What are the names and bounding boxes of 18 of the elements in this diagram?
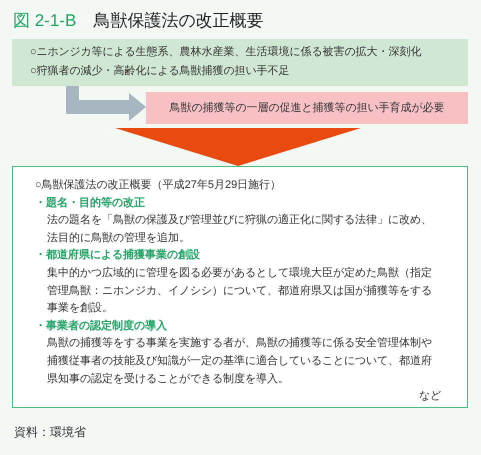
item-heading: ・都道府県による捕獲事業の創設 [35, 248, 201, 264]
bent-arrow [66, 86, 146, 121]
item-heading: ・事業者の認定制度の導入 [35, 318, 168, 334]
note-text: など [418, 389, 441, 404]
need-box [146, 92, 468, 124]
chevron-arrow [115, 128, 361, 166]
figure-title: 図 2-1-B 鳥獣保護法の改正概要 [13, 10, 264, 32]
problem-text: ○ニホンジカ等による生態系、農林水産業、生活環境に係る被害の拡大・深刻化 [30, 44, 423, 60]
section-heading: ○鳥獣保護法の改正概要（平成27年5月29日施行） [35, 178, 282, 193]
problem-text: ○狩猟者の減少・高齢化による鳥獣捕獲の担い手不足 [30, 64, 291, 79]
summary-box [12, 166, 468, 408]
item-text: 鳥獣の捕獲等をする事業を実施する者が、鳥獣の捕獲等に係る安全管理体制や捕獲従事者の技能及び知識が一定の基準に適合していることについて、都道府県知事の認定を受けることができる制度を導入。 [47, 336, 433, 387]
need-text: 鳥獣の捕獲等の一層の促進と捕獲等の担い手育成が必要 [170, 100, 444, 116]
item-text: 法の題名を「鳥獣の保護及び管理並びに狩猟の適正化に関する法律」に改め、法目的に鳥獣の管理を追加。 [47, 212, 433, 246]
source-caption: 資料：環境省 [14, 424, 86, 440]
item-text: 集中的かつ広域的に管理を図る必要があるとして環境大臣が定めた鳥獣（指定管理鳥獣：ニホンジカ、イノシシ）について、都道府県又は国が捕獲等をする事業を創設。 [47, 266, 433, 316]
item-heading: ・題名・目的等の改正 [35, 196, 146, 211]
problem-box [12, 39, 468, 86]
